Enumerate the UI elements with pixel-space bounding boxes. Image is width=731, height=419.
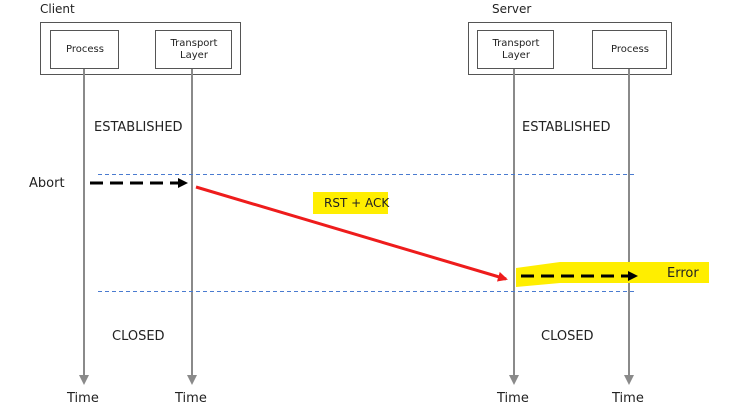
client-established-state: ESTABLISHED [94, 120, 183, 135]
rst-ack-segment-arrow [195, 185, 508, 282]
server-transport-box [477, 30, 554, 69]
time-label: Time [175, 391, 207, 406]
server-closed-state: CLOSED [541, 329, 594, 344]
time-label: Time [497, 391, 529, 406]
client-closed-state: CLOSED [112, 329, 165, 344]
server-process-label: Process [611, 44, 649, 55]
time-label: Time [67, 391, 99, 406]
server-process-box [592, 30, 667, 69]
server-transport-label: Transport Layer [492, 38, 540, 61]
error-label: Error [667, 266, 699, 281]
client-process-label: Process [66, 44, 104, 55]
server-established-state: ESTABLISHED [522, 120, 611, 135]
abort-label: Abort [29, 176, 65, 191]
server-title: Server [492, 2, 532, 16]
rst-ack-label: RST + ACK [324, 196, 390, 210]
client-process-box [50, 30, 119, 69]
time-label: Time [612, 391, 644, 406]
client-transport-box [155, 30, 232, 69]
client-transport-label: Transport Layer [170, 38, 218, 61]
rst-ack-highlight [313, 192, 388, 214]
client-title: Client [40, 2, 75, 16]
